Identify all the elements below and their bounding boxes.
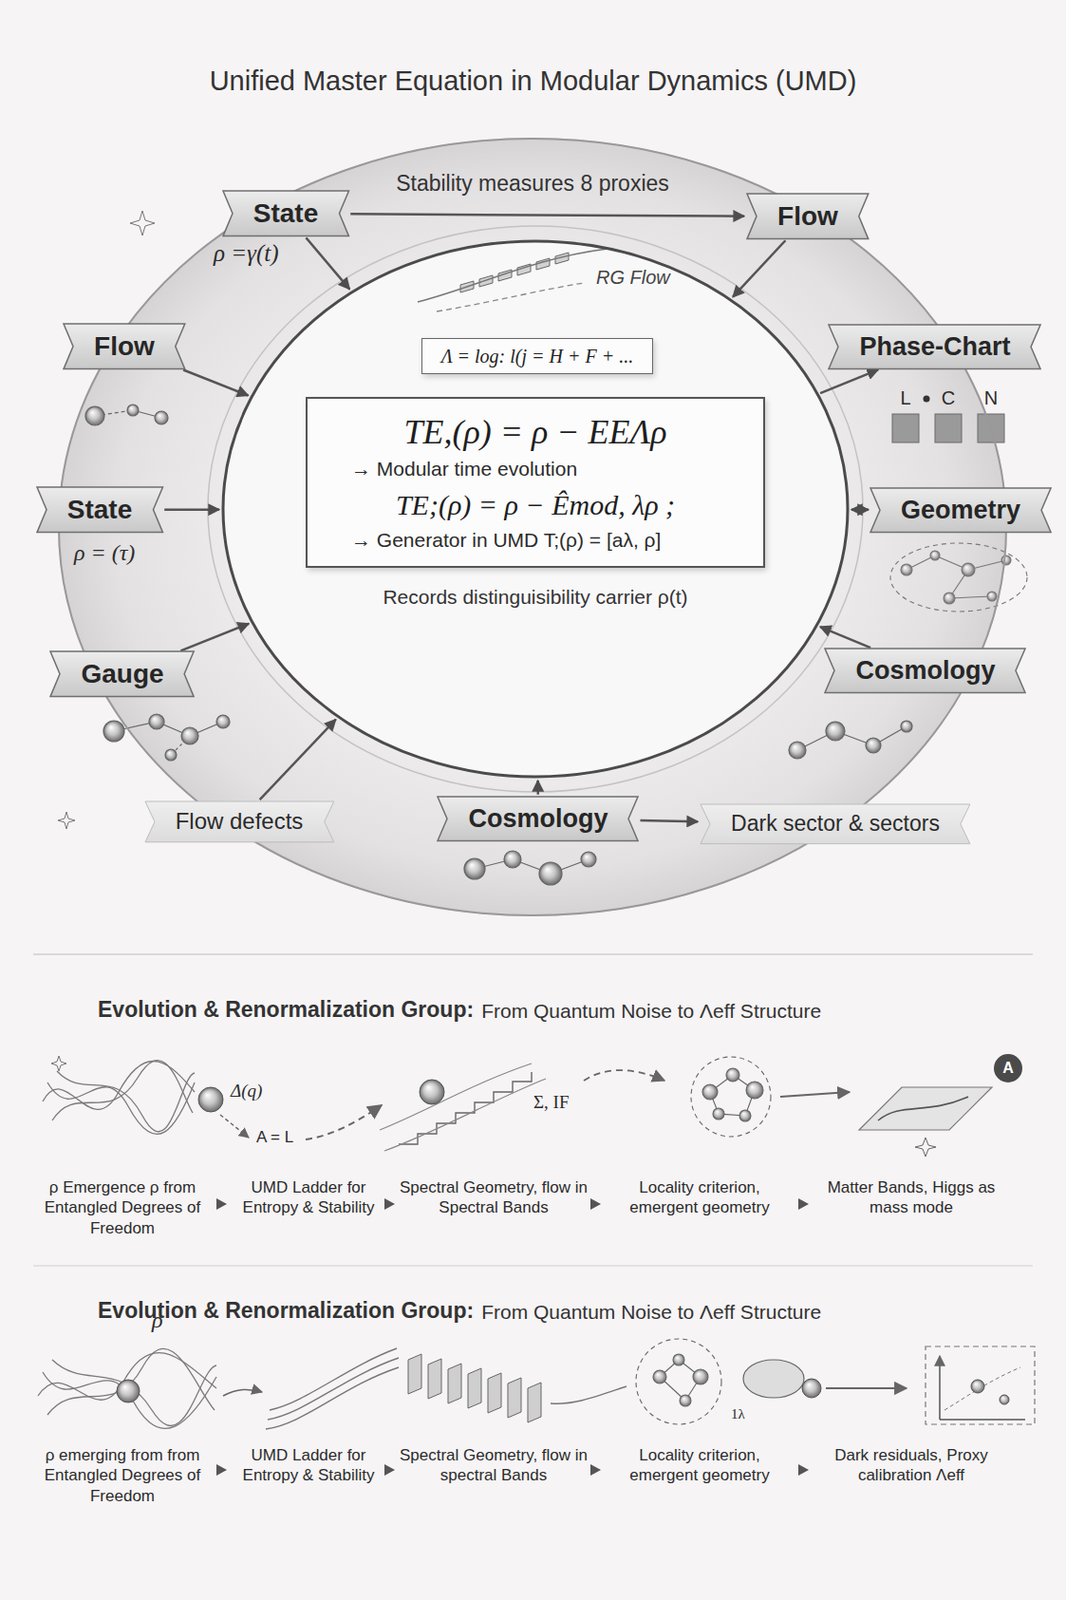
section-subtitle: From Quantum Noise to Λeff Structure	[481, 998, 822, 1023]
topic-banner: Phase-Chart	[828, 324, 1041, 369]
symbol-label: A = L	[256, 1127, 294, 1147]
banner-text: Phase-Chart	[859, 331, 1010, 362]
topic-banner: Cosmology	[824, 648, 1026, 692]
flow-arrow	[851, 507, 869, 511]
banner-text: State	[253, 197, 318, 230]
step-caption: ρ Emergence ρ from Entangled Degrees of …	[37, 1177, 207, 1238]
topic-banner: Cosmology	[437, 796, 638, 841]
ribbon-text: Flow defects	[175, 807, 304, 836]
ribbon-text: Dark sector & sectors	[730, 810, 940, 838]
flow-arrow	[536, 780, 540, 795]
topic-banner: Gauge	[50, 651, 194, 697]
diagram-title: Unified Master Equation in Modular Dynam…	[0, 64, 1066, 98]
flow-arrow	[350, 213, 745, 216]
ellipse-shape	[223, 241, 848, 777]
step-caption: Locality criterion, emergent geometry	[604, 1177, 795, 1218]
equation-text: TE;(ρ) = ρ − Êmod, λρ ;	[324, 487, 747, 523]
symbol-label: 1λ	[730, 1404, 746, 1422]
phase-letter: N	[984, 386, 998, 410]
step-caption: Locality criterion, emergent geometry	[604, 1444, 795, 1486]
soft-ribbon: Flow defects	[145, 801, 335, 842]
topic-banner: Flow	[63, 323, 186, 370]
flow-arrow	[820, 626, 871, 648]
ribbon-shape	[145, 801, 335, 842]
symbol-label: ρ	[151, 1306, 164, 1334]
banner-text: Cosmology	[467, 803, 608, 834]
step-caption: ρ emerging from from Entangled Degrees o…	[37, 1444, 207, 1506]
flow-arrow	[820, 369, 879, 393]
flow-arrow	[260, 719, 337, 800]
ribbon-shape	[828, 324, 1041, 369]
inner-circle: Λ = log: l(j = H + F + ... TE,(ρ) = ρ − E…	[222, 240, 849, 778]
step-caption: Matter Bands, Higgs as mass mode	[814, 1177, 1010, 1218]
step-caption: Spectral Geometry, flow in spectral Band…	[398, 1444, 589, 1486]
ribbon-shape	[824, 648, 1026, 692]
equation-note: → Modular time evolution	[324, 456, 747, 481]
badge-letter: A	[1002, 1058, 1014, 1077]
circle-note: Records distinguisibility carrier ρ(t)	[382, 584, 688, 609]
phase-letter: C	[941, 386, 955, 410]
topic-banner: State	[223, 190, 349, 237]
topic-banner: State	[37, 486, 163, 533]
step-caption: Dark residuals, Proxy calibration Λeff	[814, 1444, 1010, 1486]
topic-banner: Geometry	[870, 487, 1051, 532]
topic-banner: Flow	[747, 193, 869, 240]
ribbon-shape	[747, 193, 869, 240]
section-title: Evolution & Renormalization Group:	[97, 996, 474, 1024]
equation-text: TE,(ρ) = ρ − EEΛρ	[324, 411, 747, 453]
flow-arrow	[164, 507, 220, 511]
ribbon-shape	[37, 486, 163, 533]
ribbon-shape	[700, 804, 971, 844]
flow-arrow	[305, 237, 350, 289]
ribbon-shape	[437, 796, 638, 841]
step-caption: Spectral Geometry, flow in Spectral Band…	[398, 1177, 589, 1218]
formula-text: Λ = log: l(j = H + F + ...	[441, 344, 634, 368]
banner-text: Geometry	[900, 494, 1021, 525]
ring-heading: Stability measures 8 proxies	[395, 170, 670, 198]
phase-letter: L	[899, 386, 911, 410]
equation-panel: TE,(ρ) = ρ − EEΛρ → Modular time evolutio…	[305, 396, 766, 568]
outer-ring: StateFlowFlowPhase-ChartΛ = log: l(j = H…	[57, 137, 1008, 917]
ribbon-shape	[63, 323, 186, 370]
symbol-label: Δ(q)	[230, 1080, 262, 1103]
banner-text: Flow	[93, 330, 155, 363]
banner-text: State	[67, 493, 132, 526]
banner-text: Gauge	[80, 657, 164, 691]
flow-label: RG Flow	[596, 265, 671, 289]
soft-ribbon: Dark sector & sectors	[700, 804, 971, 844]
formula-label: ρ =γ(t)	[213, 239, 280, 268]
formula-label: ρ = (τ)	[74, 539, 135, 567]
equation-note: → Generator in UMD T;(ρ) = [aλ, ρ]	[324, 527, 747, 552]
ellipse-shape	[58, 138, 1007, 916]
ribbon-shape	[223, 190, 349, 237]
step-caption: UMD Ladder for Entropy & Stability	[237, 1444, 380, 1486]
flow-arrow	[732, 240, 786, 297]
ribbon-shape	[870, 487, 1051, 532]
ribbon-shape	[50, 651, 194, 697]
flow-arrow	[640, 820, 699, 822]
flow-arrow	[180, 623, 249, 652]
step-caption: UMD Ladder for Entropy & Stability	[237, 1177, 380, 1218]
symbol-label: Σ, IF	[533, 1091, 569, 1114]
flow-arrow	[183, 370, 248, 396]
banner-text: Cosmology	[855, 654, 995, 686]
banner-text: Flow	[777, 200, 839, 233]
section-subtitle: From Quantum Noise to Λeff Structure	[481, 1299, 822, 1324]
formula-box: Λ = log: l(j = H + F + ...	[421, 337, 654, 375]
